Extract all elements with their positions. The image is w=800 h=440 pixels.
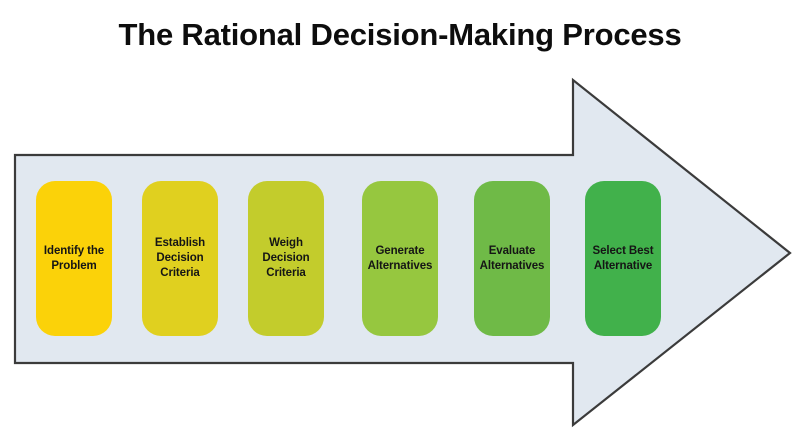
step-identify-the-problem[interactable]: Identify the Problem [36,181,112,336]
step-select-best-alternative[interactable]: Select Best Alternative [585,181,661,336]
step-label: Select Best Alternative [592,244,654,272]
step-label: Identify the Problem [43,244,105,272]
step-label: Establish Decision Criteria [154,237,206,279]
process-steps-container: Identify the Problem Establish Decision … [36,181,664,336]
step-label: Evaluate Alternatives [479,244,545,272]
page-title: The Rational Decision-Making Process [118,17,682,52]
step-label: Weigh Decision Criteria [262,237,310,279]
step-generate-alternatives[interactable]: Generate Alternatives [362,181,438,336]
step-evaluate-alternatives[interactable]: Evaluate Alternatives [474,181,550,336]
step-establish-decision-criteria[interactable]: Establish Decision Criteria [142,181,218,336]
step-weigh-decision-criteria[interactable]: Weigh Decision Criteria [248,181,324,336]
step-label: Generate Alternatives [367,244,433,272]
